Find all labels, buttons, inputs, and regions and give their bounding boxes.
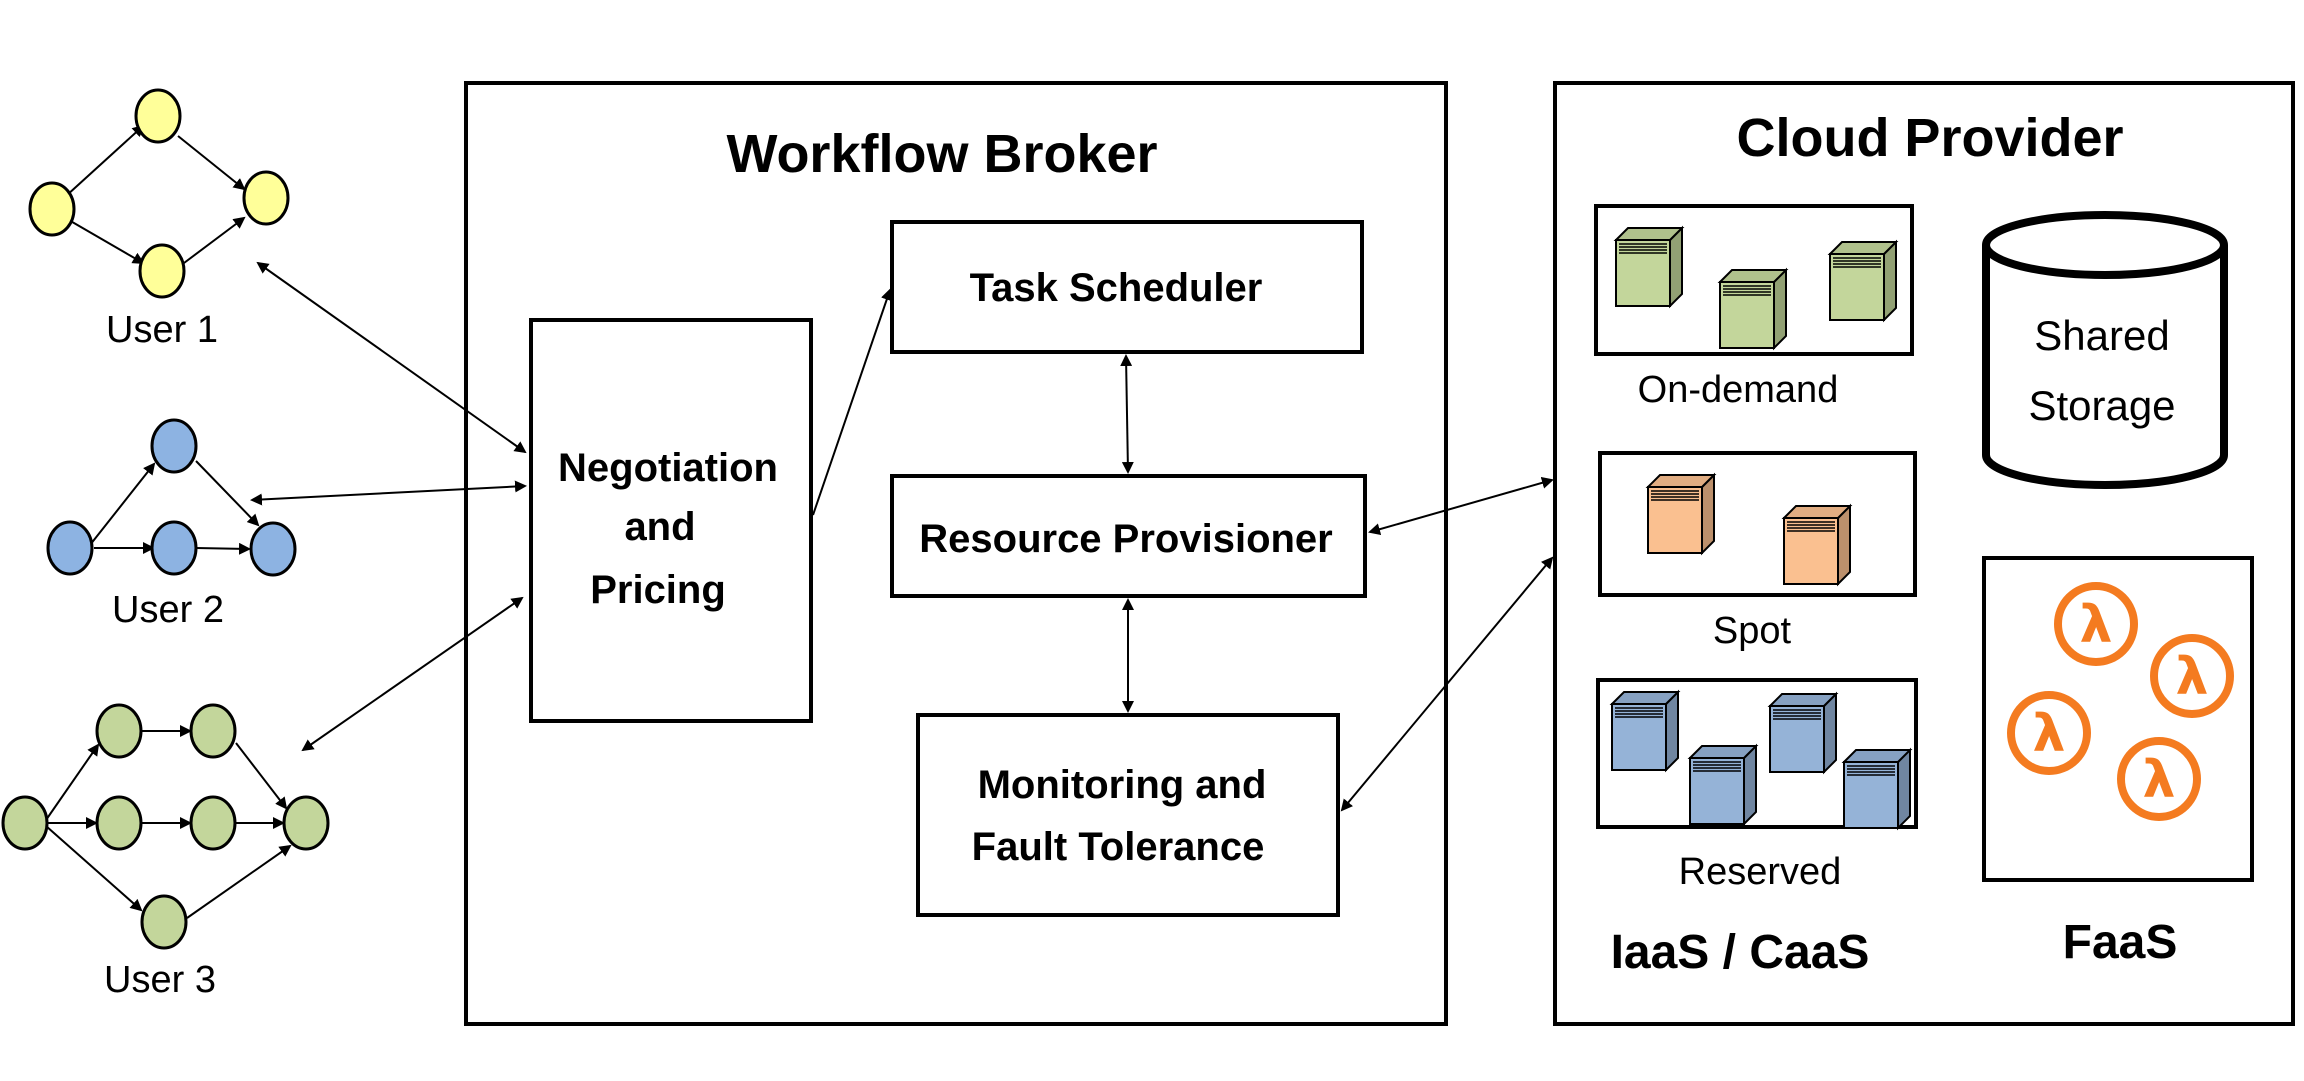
provisioner-cloud-arrow bbox=[1368, 476, 1554, 536]
workflow-node bbox=[189, 795, 237, 851]
svg-text:λ: λ bbox=[2080, 595, 2113, 655]
server-icon bbox=[1767, 691, 1839, 775]
workflow-node bbox=[134, 88, 182, 144]
user-2-workflow: User 2 bbox=[46, 418, 297, 631]
cloud-provider: Cloud Provider On-demand Spot Reserved I… bbox=[1553, 81, 2295, 1026]
user-1-workflow: User 1 bbox=[28, 88, 290, 351]
monitoring-cloud-arrow bbox=[1340, 556, 1554, 812]
task-scheduler-box: Task Scheduler bbox=[890, 220, 1364, 354]
user-3-workflow: User 3 bbox=[1, 703, 330, 1001]
faas-label: FaaS bbox=[2063, 916, 2178, 969]
task-scheduler-label: Task Scheduler bbox=[970, 266, 1263, 310]
workflow-broker-title: Workflow Broker bbox=[726, 124, 1157, 184]
workflow-node bbox=[95, 703, 143, 759]
svg-text:λ: λ bbox=[2176, 647, 2209, 707]
workflow-node bbox=[150, 418, 198, 474]
workflow-node bbox=[1, 795, 49, 851]
user-2-label: User 2 bbox=[112, 589, 224, 631]
cloud-provider-frame bbox=[1553, 81, 2295, 1026]
lambda-icon: λ bbox=[2007, 691, 2091, 775]
negotiation-label-line-2: and bbox=[624, 505, 695, 549]
cloud-provider-title: Cloud Provider bbox=[1736, 108, 2123, 168]
server-icon bbox=[1687, 743, 1759, 827]
server-icon bbox=[1645, 472, 1717, 556]
monitoring-label-line-2: Fault Tolerance bbox=[972, 825, 1265, 869]
workflow-node bbox=[140, 894, 188, 950]
workflow-node bbox=[95, 795, 143, 851]
negotiation-label-line-3: Pricing bbox=[590, 568, 726, 612]
workflow-node bbox=[242, 170, 290, 226]
negotiation-label-line-1: Negotiation bbox=[558, 446, 778, 490]
workflow-broker-frame bbox=[464, 81, 1448, 1026]
user-3-label: User 3 bbox=[104, 959, 216, 1001]
user-1-negotiation-arrow bbox=[256, 261, 527, 454]
shared-storage-cylinder: Shared Storage bbox=[1982, 211, 2228, 489]
server-icon bbox=[1609, 689, 1681, 773]
server-icon bbox=[1781, 503, 1853, 587]
lambda-icon: λ bbox=[2150, 634, 2234, 718]
workflow-node bbox=[28, 181, 76, 237]
spot-label: Spot bbox=[1713, 610, 1792, 652]
server-icon bbox=[1613, 225, 1685, 309]
servers bbox=[1609, 225, 1913, 831]
negotiation-to-scheduler-arrow bbox=[812, 288, 893, 516]
server-icon bbox=[1827, 239, 1899, 323]
reserved-label: Reserved bbox=[1679, 851, 1842, 893]
on-demand-label: On-demand bbox=[1638, 369, 1839, 411]
resource-provisioner-label: Resource Provisioner bbox=[919, 517, 1333, 561]
shared-storage-label-line-2: Storage bbox=[2028, 382, 2175, 429]
user-2-negotiation-arrow bbox=[250, 480, 527, 506]
shared-storage-label-line-1: Shared bbox=[2034, 312, 2169, 359]
monitoring-label-line-1: Monitoring and bbox=[978, 763, 1267, 807]
workflow-node bbox=[282, 795, 330, 851]
svg-text:λ: λ bbox=[2033, 704, 2066, 764]
lambda-icon: λ bbox=[2054, 582, 2138, 666]
workflow-node bbox=[189, 703, 237, 759]
workflow-node bbox=[46, 520, 94, 576]
scheduler-provisioner-arrow bbox=[1120, 354, 1134, 474]
lambda-icon: λ bbox=[2117, 737, 2201, 821]
workflow-node bbox=[249, 521, 297, 577]
user-3-negotiation-arrow bbox=[301, 596, 524, 752]
server-icon bbox=[1841, 747, 1913, 831]
resource-provisioner-box: Resource Provisioner bbox=[890, 474, 1367, 598]
negotiation-pricing-box: Negotiation and Pricing bbox=[529, 318, 813, 723]
user-1-label: User 1 bbox=[106, 309, 218, 351]
monitoring-fault-tolerance-box: Monitoring and Fault Tolerance bbox=[916, 713, 1340, 917]
workflow-node bbox=[150, 520, 198, 576]
iaas-caas-label: IaaS / CaaS bbox=[1611, 926, 1870, 979]
server-icon bbox=[1717, 267, 1789, 351]
svg-text:λ: λ bbox=[2143, 750, 2176, 810]
workflow-broker: Workflow Broker Negotiation and Pricing … bbox=[464, 81, 1448, 1026]
workflow-node bbox=[138, 243, 186, 299]
